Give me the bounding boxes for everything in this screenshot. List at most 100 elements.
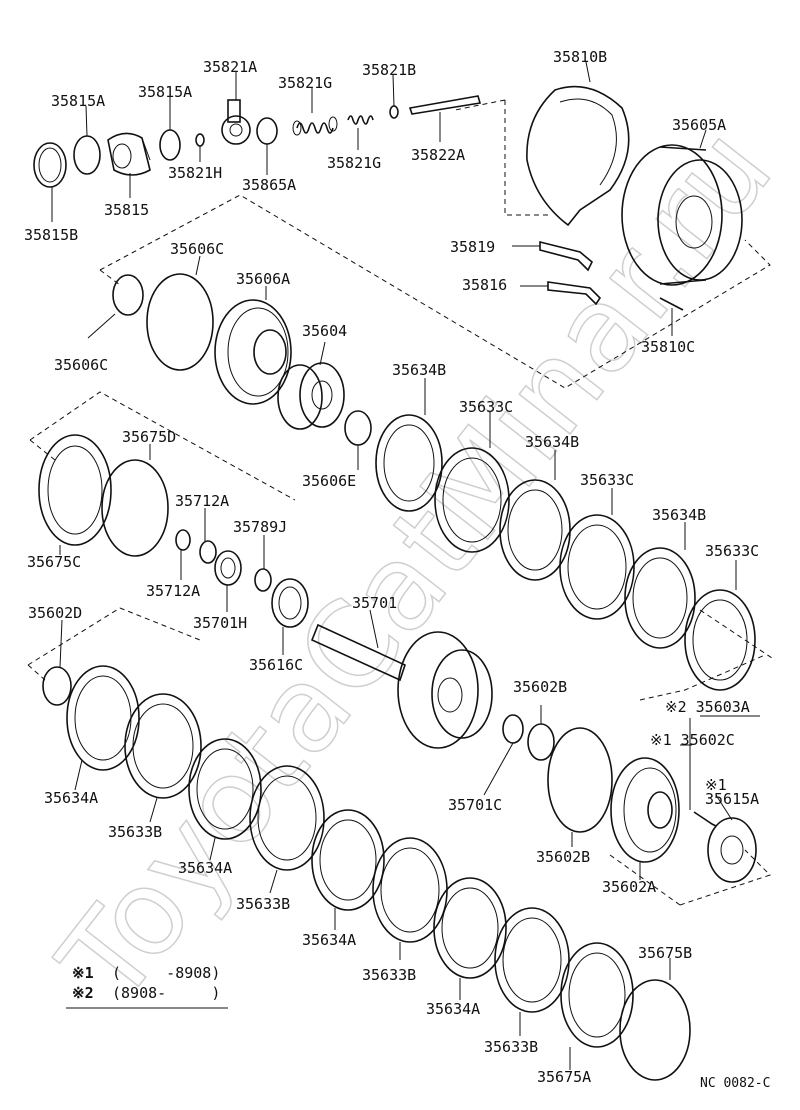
plate-35634B-1 bbox=[375, 414, 443, 512]
part-labels: 35815A 35815A 35821A 35821G 35821B 35810… bbox=[24, 48, 759, 1086]
label-35615A: 35615A bbox=[705, 790, 759, 808]
diagram-code: NC 0082-C bbox=[700, 1076, 770, 1091]
o-ring-35675D bbox=[101, 459, 169, 557]
label-35606C-2: 35606C bbox=[54, 356, 108, 374]
spring-35615A bbox=[693, 811, 717, 827]
washer-35821B bbox=[389, 105, 399, 119]
note-1-range: ( -8908) bbox=[112, 964, 220, 982]
label-35821H: 35821H bbox=[168, 164, 222, 182]
label-35602C: ※1 35602C bbox=[650, 731, 735, 749]
label-35821B: 35821B bbox=[362, 61, 416, 79]
piston-35602A bbox=[610, 757, 680, 863]
ring-35712A-2 bbox=[199, 540, 217, 564]
label-35615A-mark: ※1 bbox=[705, 776, 727, 794]
label-35822A: 35822A bbox=[411, 146, 465, 164]
pin-35822A bbox=[408, 95, 482, 115]
label-35602B-1: 35602B bbox=[513, 678, 567, 696]
label-35602A: 35602A bbox=[602, 878, 656, 896]
plate-35634A-1 bbox=[66, 665, 140, 771]
label-35701H: 35701H bbox=[193, 614, 247, 632]
strut-35819 bbox=[539, 240, 593, 272]
label-35815B: 35815B bbox=[24, 226, 78, 244]
label-35701: 35701 bbox=[352, 594, 397, 612]
shaft-35701 bbox=[310, 623, 493, 749]
plate-35675A bbox=[560, 942, 634, 1048]
label-35712A-1: 35712A bbox=[175, 492, 229, 510]
label-35633C-3: 35633C bbox=[705, 542, 759, 560]
plate-35634B-2 bbox=[499, 479, 571, 581]
hub-35604 bbox=[277, 362, 345, 430]
notes-legend: ※1 ( -8908) ※2 (8908- ) bbox=[66, 964, 228, 1009]
disc-35633B-3 bbox=[372, 837, 448, 943]
o-ring-35606C-1 bbox=[112, 274, 144, 316]
label-35789J: 35789J bbox=[233, 518, 287, 536]
label-35816: 35816 bbox=[462, 276, 507, 294]
label-35810B: 35810B bbox=[553, 48, 607, 66]
race-35616C bbox=[271, 578, 309, 628]
disc-35633C-2 bbox=[559, 514, 635, 620]
brake-band-35810B bbox=[526, 85, 630, 227]
disc-35633B-1 bbox=[124, 693, 202, 799]
disc-35633C-3 bbox=[684, 589, 756, 691]
label-35701C: 35701C bbox=[448, 796, 502, 814]
label-35633C-1: 35633C bbox=[459, 398, 513, 416]
disc-35633B-2 bbox=[249, 765, 325, 871]
watermark: ToyotaCatMinar.ru bbox=[33, 102, 799, 1028]
leader-lines bbox=[51, 61, 760, 1070]
label-35605A: 35605A bbox=[672, 116, 726, 134]
o-ring-35602B-2 bbox=[547, 727, 613, 833]
snap-ring-35606E bbox=[344, 410, 372, 446]
o-ring-35602B-1 bbox=[527, 723, 555, 761]
label-35819: 35819 bbox=[450, 238, 495, 256]
label-35865A: 35865A bbox=[242, 176, 296, 194]
piston-35606A bbox=[214, 299, 292, 405]
race-35701C bbox=[502, 714, 524, 744]
label-35634B-1: 35634B bbox=[392, 361, 446, 379]
label-35712A-2: 35712A bbox=[146, 582, 200, 600]
label-35675B: 35675B bbox=[638, 944, 692, 962]
retainer-35821A bbox=[221, 99, 251, 145]
label-35633B-4: 35633B bbox=[484, 1038, 538, 1056]
note-1-mark: ※1 bbox=[72, 964, 94, 982]
label-35815: 35815 bbox=[104, 201, 149, 219]
label-35602B-2: 35602B bbox=[536, 848, 590, 866]
snap-ring-35815B bbox=[33, 142, 67, 188]
label-35633B-2: 35633B bbox=[236, 895, 290, 913]
label-35634A-1: 35634A bbox=[44, 789, 98, 807]
washer-35789J bbox=[254, 568, 272, 592]
label-35675D: 35675D bbox=[122, 428, 176, 446]
plate-35634A-4 bbox=[433, 877, 507, 979]
label-35606E: 35606E bbox=[302, 472, 356, 490]
label-35821G-2: 35821G bbox=[327, 154, 381, 172]
label-35821G-1: 35821G bbox=[278, 74, 332, 92]
label-35815A-2: 35815A bbox=[138, 83, 192, 101]
label-35634B-3: 35634B bbox=[652, 506, 706, 524]
bearing-35701H bbox=[214, 550, 242, 586]
o-ring-35815A-1 bbox=[73, 135, 101, 175]
spring-35821G-1 bbox=[292, 116, 338, 136]
plate-35675C bbox=[38, 434, 112, 546]
ring-35865A bbox=[256, 117, 278, 145]
label-35603A: ※2 35603A bbox=[665, 698, 750, 716]
label-35675A: 35675A bbox=[537, 1068, 591, 1086]
label-35815A-1: 35815A bbox=[51, 92, 105, 110]
o-ring-35606C-2 bbox=[146, 273, 214, 371]
plate-35634B-3 bbox=[624, 547, 696, 649]
plate-35634A-2 bbox=[188, 738, 262, 840]
disc-35633B-4 bbox=[494, 907, 570, 1013]
spring-35821G-2 bbox=[347, 115, 374, 125]
drum-35605A bbox=[621, 144, 743, 286]
washer-35821H bbox=[195, 133, 205, 147]
note-2-range: (8908- ) bbox=[112, 984, 220, 1002]
o-ring-35675B bbox=[619, 979, 691, 1081]
piston-35815 bbox=[107, 132, 151, 176]
label-35606A: 35606A bbox=[236, 270, 290, 288]
label-35675C: 35675C bbox=[27, 553, 81, 571]
retainer-35615A bbox=[707, 817, 757, 883]
label-35634A-2: 35634A bbox=[178, 859, 232, 877]
label-35606C-1: 35606C bbox=[170, 240, 224, 258]
plate-35634A-3 bbox=[311, 809, 385, 911]
disc-35633C-1 bbox=[434, 447, 510, 553]
